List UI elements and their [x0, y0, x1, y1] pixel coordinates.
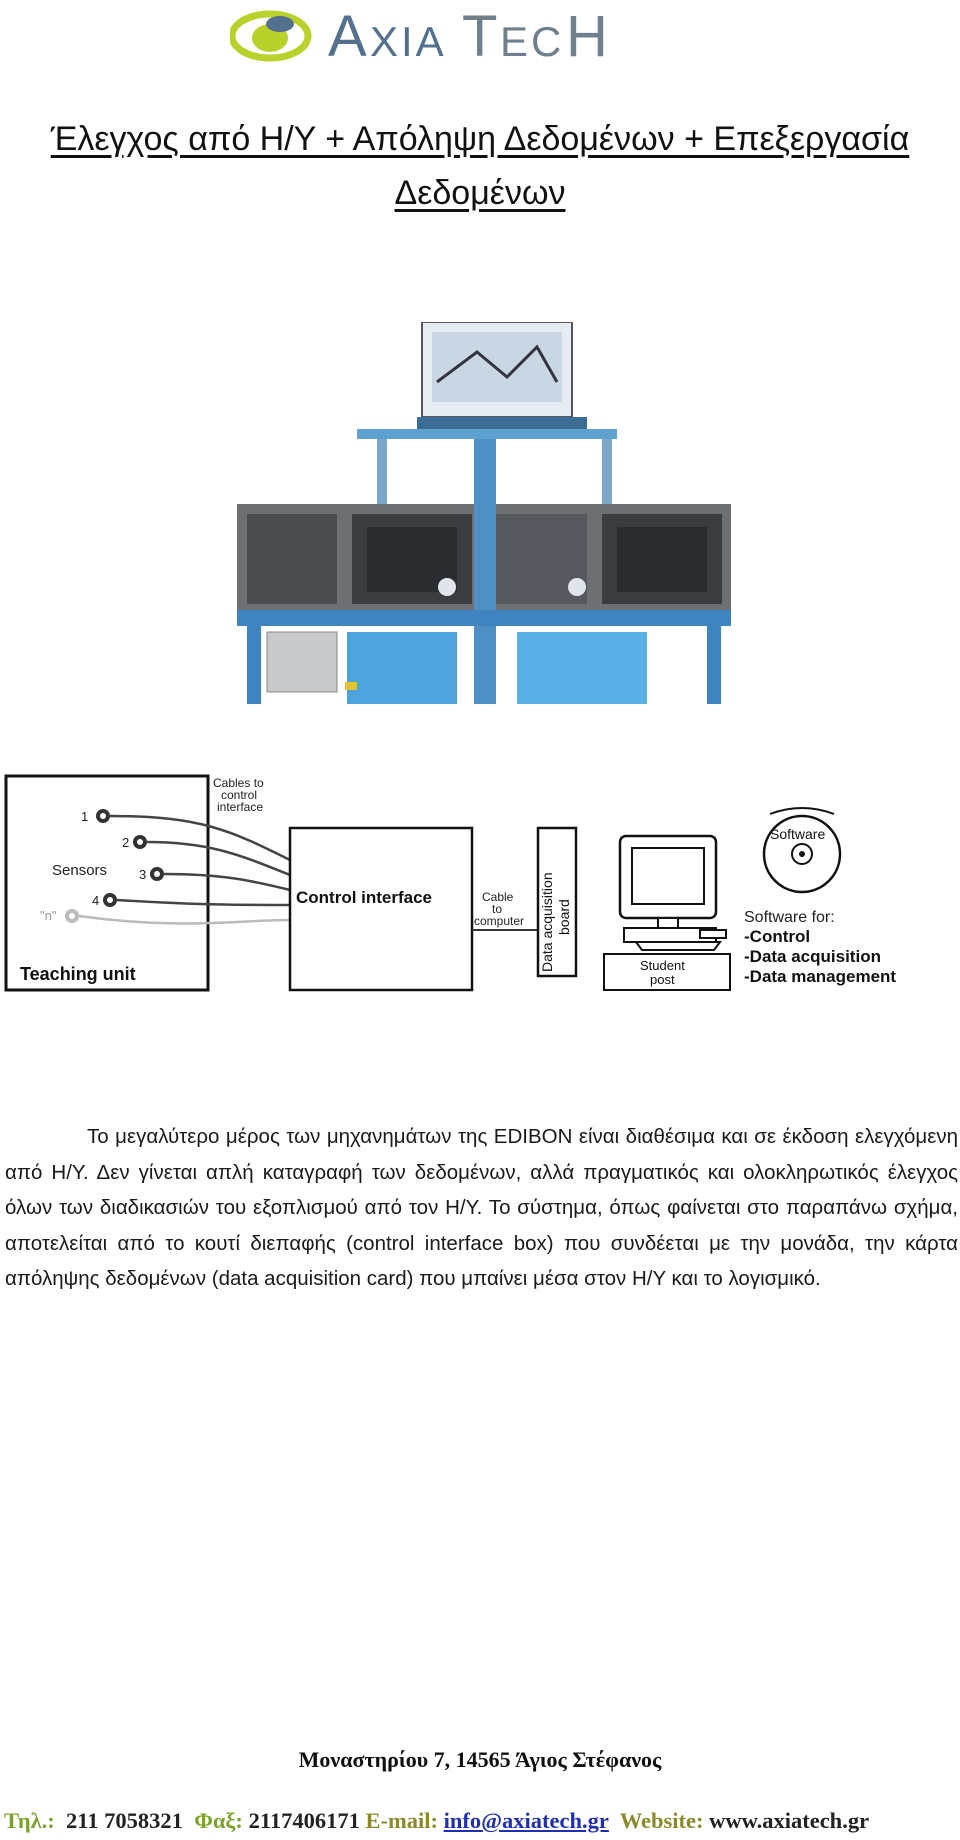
software-cd: Software — [762, 807, 842, 894]
fax-label: Φαξ: — [194, 1808, 243, 1833]
sensors-label: Sensors — [52, 862, 107, 879]
svg-text:Student: Student — [640, 958, 685, 973]
footer-contact: Τηλ.: 211 7058321 Φαξ: 2117406171 E-mail… — [4, 1808, 960, 1834]
body-paragraph: Το μεγαλύτερο μέρος των μηχανημάτων της … — [5, 1119, 958, 1297]
svg-text:3: 3 — [139, 867, 146, 882]
svg-text:XIA: XIA — [370, 18, 447, 65]
svg-text:Cable: Cable — [482, 890, 514, 904]
email-label: E-mail: — [365, 1808, 438, 1833]
footer-address: Μοναστηρίου 7, 14565 Άγιος Στέφανος — [298, 1747, 662, 1772]
phone-label: Τηλ.: — [4, 1808, 55, 1833]
software-item-data-acquisition: -Data acquisition — [744, 947, 881, 966]
sensor-3: 3 — [139, 867, 164, 882]
svg-text:to: to — [492, 902, 502, 916]
control-interface-label: Control interface — [296, 888, 432, 907]
sensor-1: 1 — [81, 809, 110, 824]
svg-text:Data acquisition: Data acquisition — [539, 872, 555, 972]
page-title: Έλεγχος από Η/Υ + Απόληψη Δεδομένων + Επ… — [50, 120, 910, 212]
control-interface-box — [288, 826, 474, 992]
svg-text:"n": "n" — [40, 908, 57, 923]
sensor-n: "n" — [40, 908, 79, 923]
sensor-4: 4 — [92, 893, 117, 908]
equipment-photo — [237, 321, 731, 704]
svg-text:A: A — [328, 4, 369, 68]
svg-text:EC: EC — [500, 18, 564, 65]
svg-text:T: T — [462, 4, 497, 68]
system-diagram: Teaching unit Sensors 1 2 3 4 "n" — [0, 770, 960, 1000]
sensor-2: 2 — [122, 835, 147, 850]
software-item-data-management: -Data management — [744, 967, 896, 986]
body-text: Το μεγαλύτερο μέρος των μηχανημάτων της … — [5, 1125, 958, 1290]
website-label: Website: — [619, 1808, 704, 1833]
company-logo: A XIA T EC H — [228, 4, 670, 69]
svg-text:Cables to: Cables to — [213, 776, 264, 790]
svg-text:H: H — [566, 4, 608, 68]
website-url: www.axiatech.gr — [709, 1808, 870, 1833]
svg-text:board: board — [556, 899, 572, 935]
teaching-unit-label: Teaching unit — [20, 964, 136, 984]
software-for-label: Software for: — [744, 909, 835, 926]
svg-text:post: post — [650, 972, 675, 987]
software-item-control: -Control — [744, 927, 810, 946]
svg-text:1: 1 — [81, 809, 88, 824]
teaching-unit-box — [4, 774, 210, 992]
svg-text:2: 2 — [122, 835, 129, 850]
student-post-computer: Student post — [603, 834, 731, 991]
software-badge-label: Software — [770, 826, 825, 842]
svg-text:4: 4 — [92, 893, 99, 908]
phone-number: 211 7058321 — [66, 1808, 183, 1833]
daq-board — [536, 826, 578, 978]
svg-text:control: control — [221, 788, 257, 802]
svg-text:interface: interface — [217, 800, 263, 814]
svg-text:computer: computer — [474, 914, 524, 928]
fax-number: 2117406171 — [248, 1808, 360, 1833]
email-link[interactable]: info@axiatech.gr — [443, 1808, 609, 1833]
